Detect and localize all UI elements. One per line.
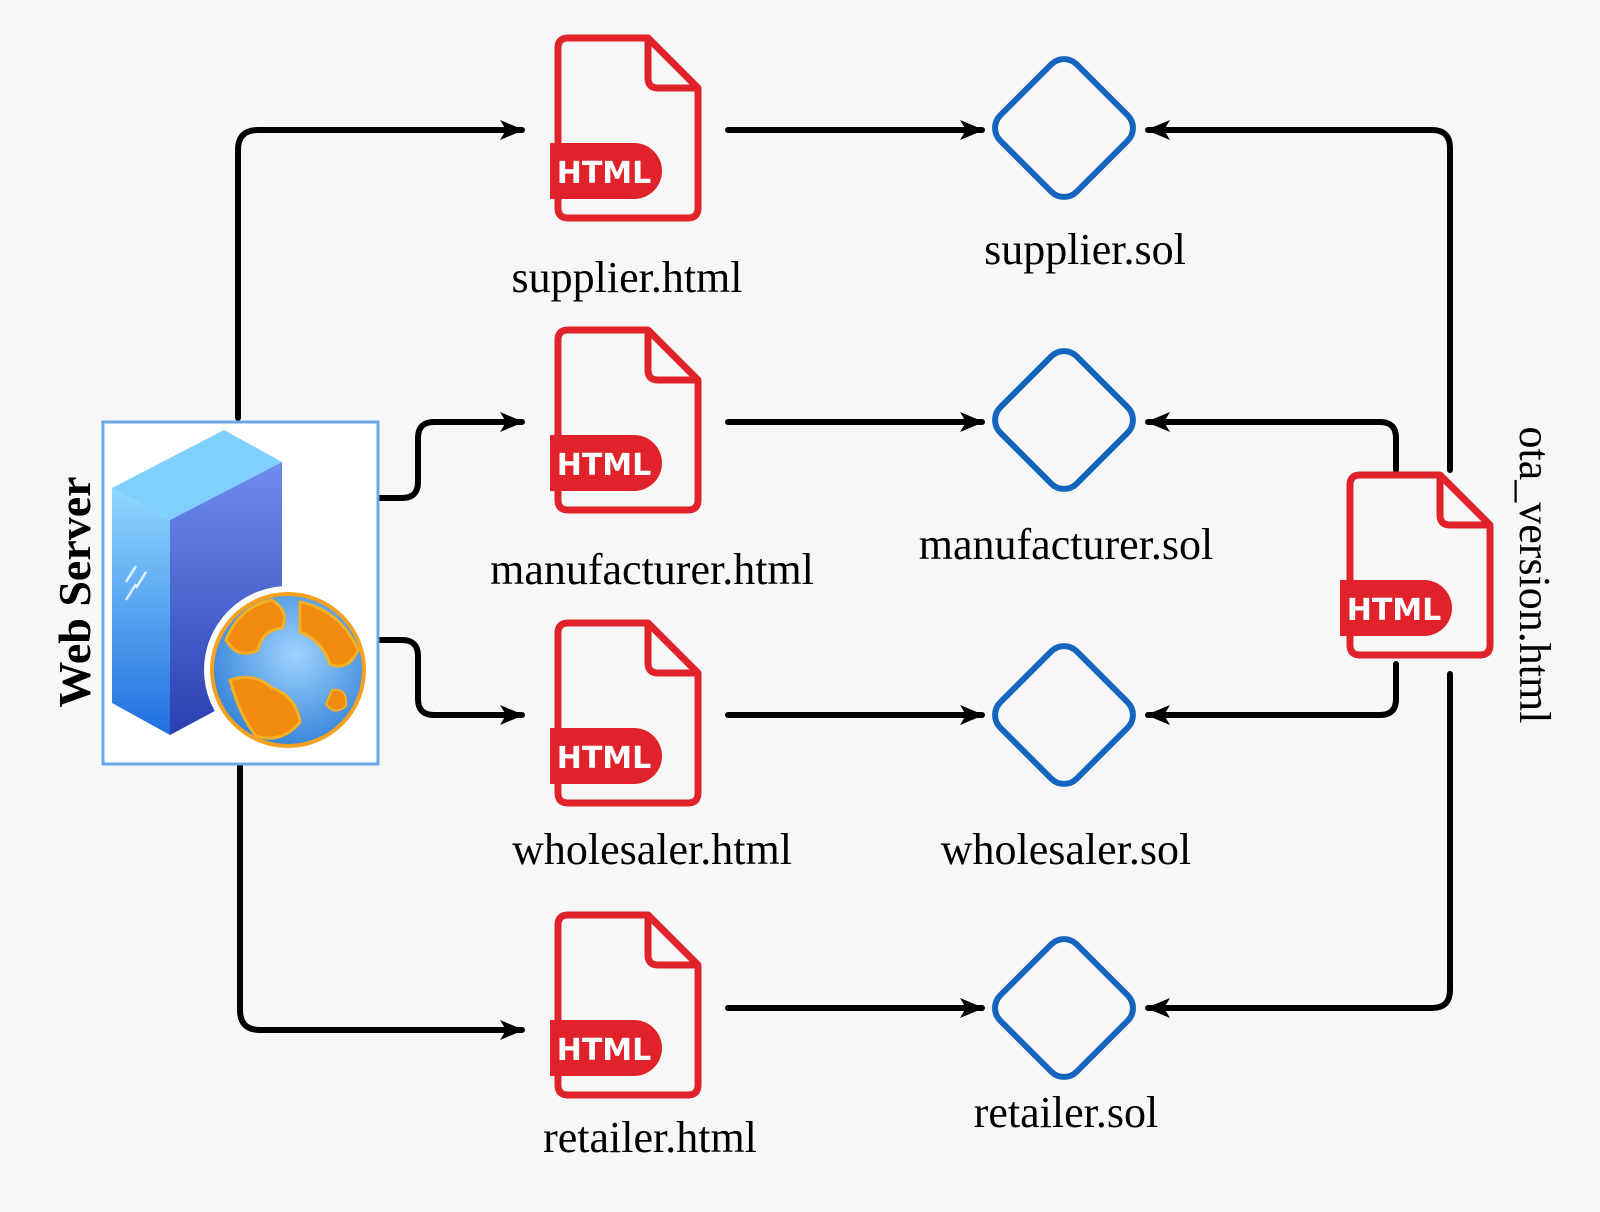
row-manufacturer: HTML manufacturer.html manufacturer.sol [490,330,1213,594]
manufacturer-html-badge: HTML [557,448,652,483]
manufacturer-sol-label: manufacturer.sol [919,520,1213,569]
retailer-html-file-icon: HTML [550,915,698,1095]
html-to-contract-connectors [725,120,985,1018]
wholesaler-sol-label: wholesaler.sol [941,825,1192,874]
ota-html-badge: HTML [1347,593,1442,628]
retailer-html-badge: HTML [557,1033,652,1068]
wholesaler-html-label: wholesaler.html [512,825,792,874]
row-supplier: HTML supplier.html supplier.sol [512,38,1186,302]
arrow-ota-to-retailer-sol [1145,671,1453,1018]
server-to-html-connectors [235,120,525,1040]
manufacturer-contract-node [992,348,1136,492]
wholesaler-contract-node [992,643,1136,787]
ota-to-contract-connectors [1145,120,1453,1018]
wholesaler-html-badge: HTML [557,741,652,776]
wholesaler-html-file-icon: HTML [550,623,698,803]
web-server-label: Web Server [49,476,100,707]
supplier-sol-label: supplier.sol [984,225,1186,274]
arrow-server-to-supplier-html [235,120,525,421]
manufacturer-html-label: manufacturer.html [490,545,814,594]
supplier-html-label: supplier.html [512,253,743,302]
web-server-globe-icon [112,430,372,754]
arrow-server-to-wholesaler-html [375,637,525,725]
ota-version-node: HTML ota_version.html [1340,427,1559,724]
supplier-html-badge: HTML [557,156,652,191]
web-server-node: Web Server [49,420,380,766]
supplier-html-file-icon: HTML [550,38,698,218]
arrow-ota-to-supplier-sol [1145,120,1453,473]
arrow-ota-to-wholesaler-sol [1145,661,1399,725]
ota-version-label: ota_version.html [1510,427,1559,724]
arrow-server-to-manufacturer-html [375,412,525,501]
arrow-server-to-retailer-html [237,763,525,1040]
manufacturer-html-file-icon: HTML [550,330,698,510]
row-wholesaler: HTML wholesaler.html wholesaler.sol [512,623,1191,874]
row-retailer: HTML retailer.html retailer.sol [543,915,1158,1162]
arrow-ota-to-manufacturer-sol [1145,412,1399,473]
retailer-contract-node [992,936,1136,1080]
retailer-sol-label: retailer.sol [974,1088,1159,1137]
retailer-html-label: retailer.html [543,1113,757,1162]
ota-html-file-icon: HTML [1340,475,1490,655]
supplier-contract-node [992,56,1136,200]
